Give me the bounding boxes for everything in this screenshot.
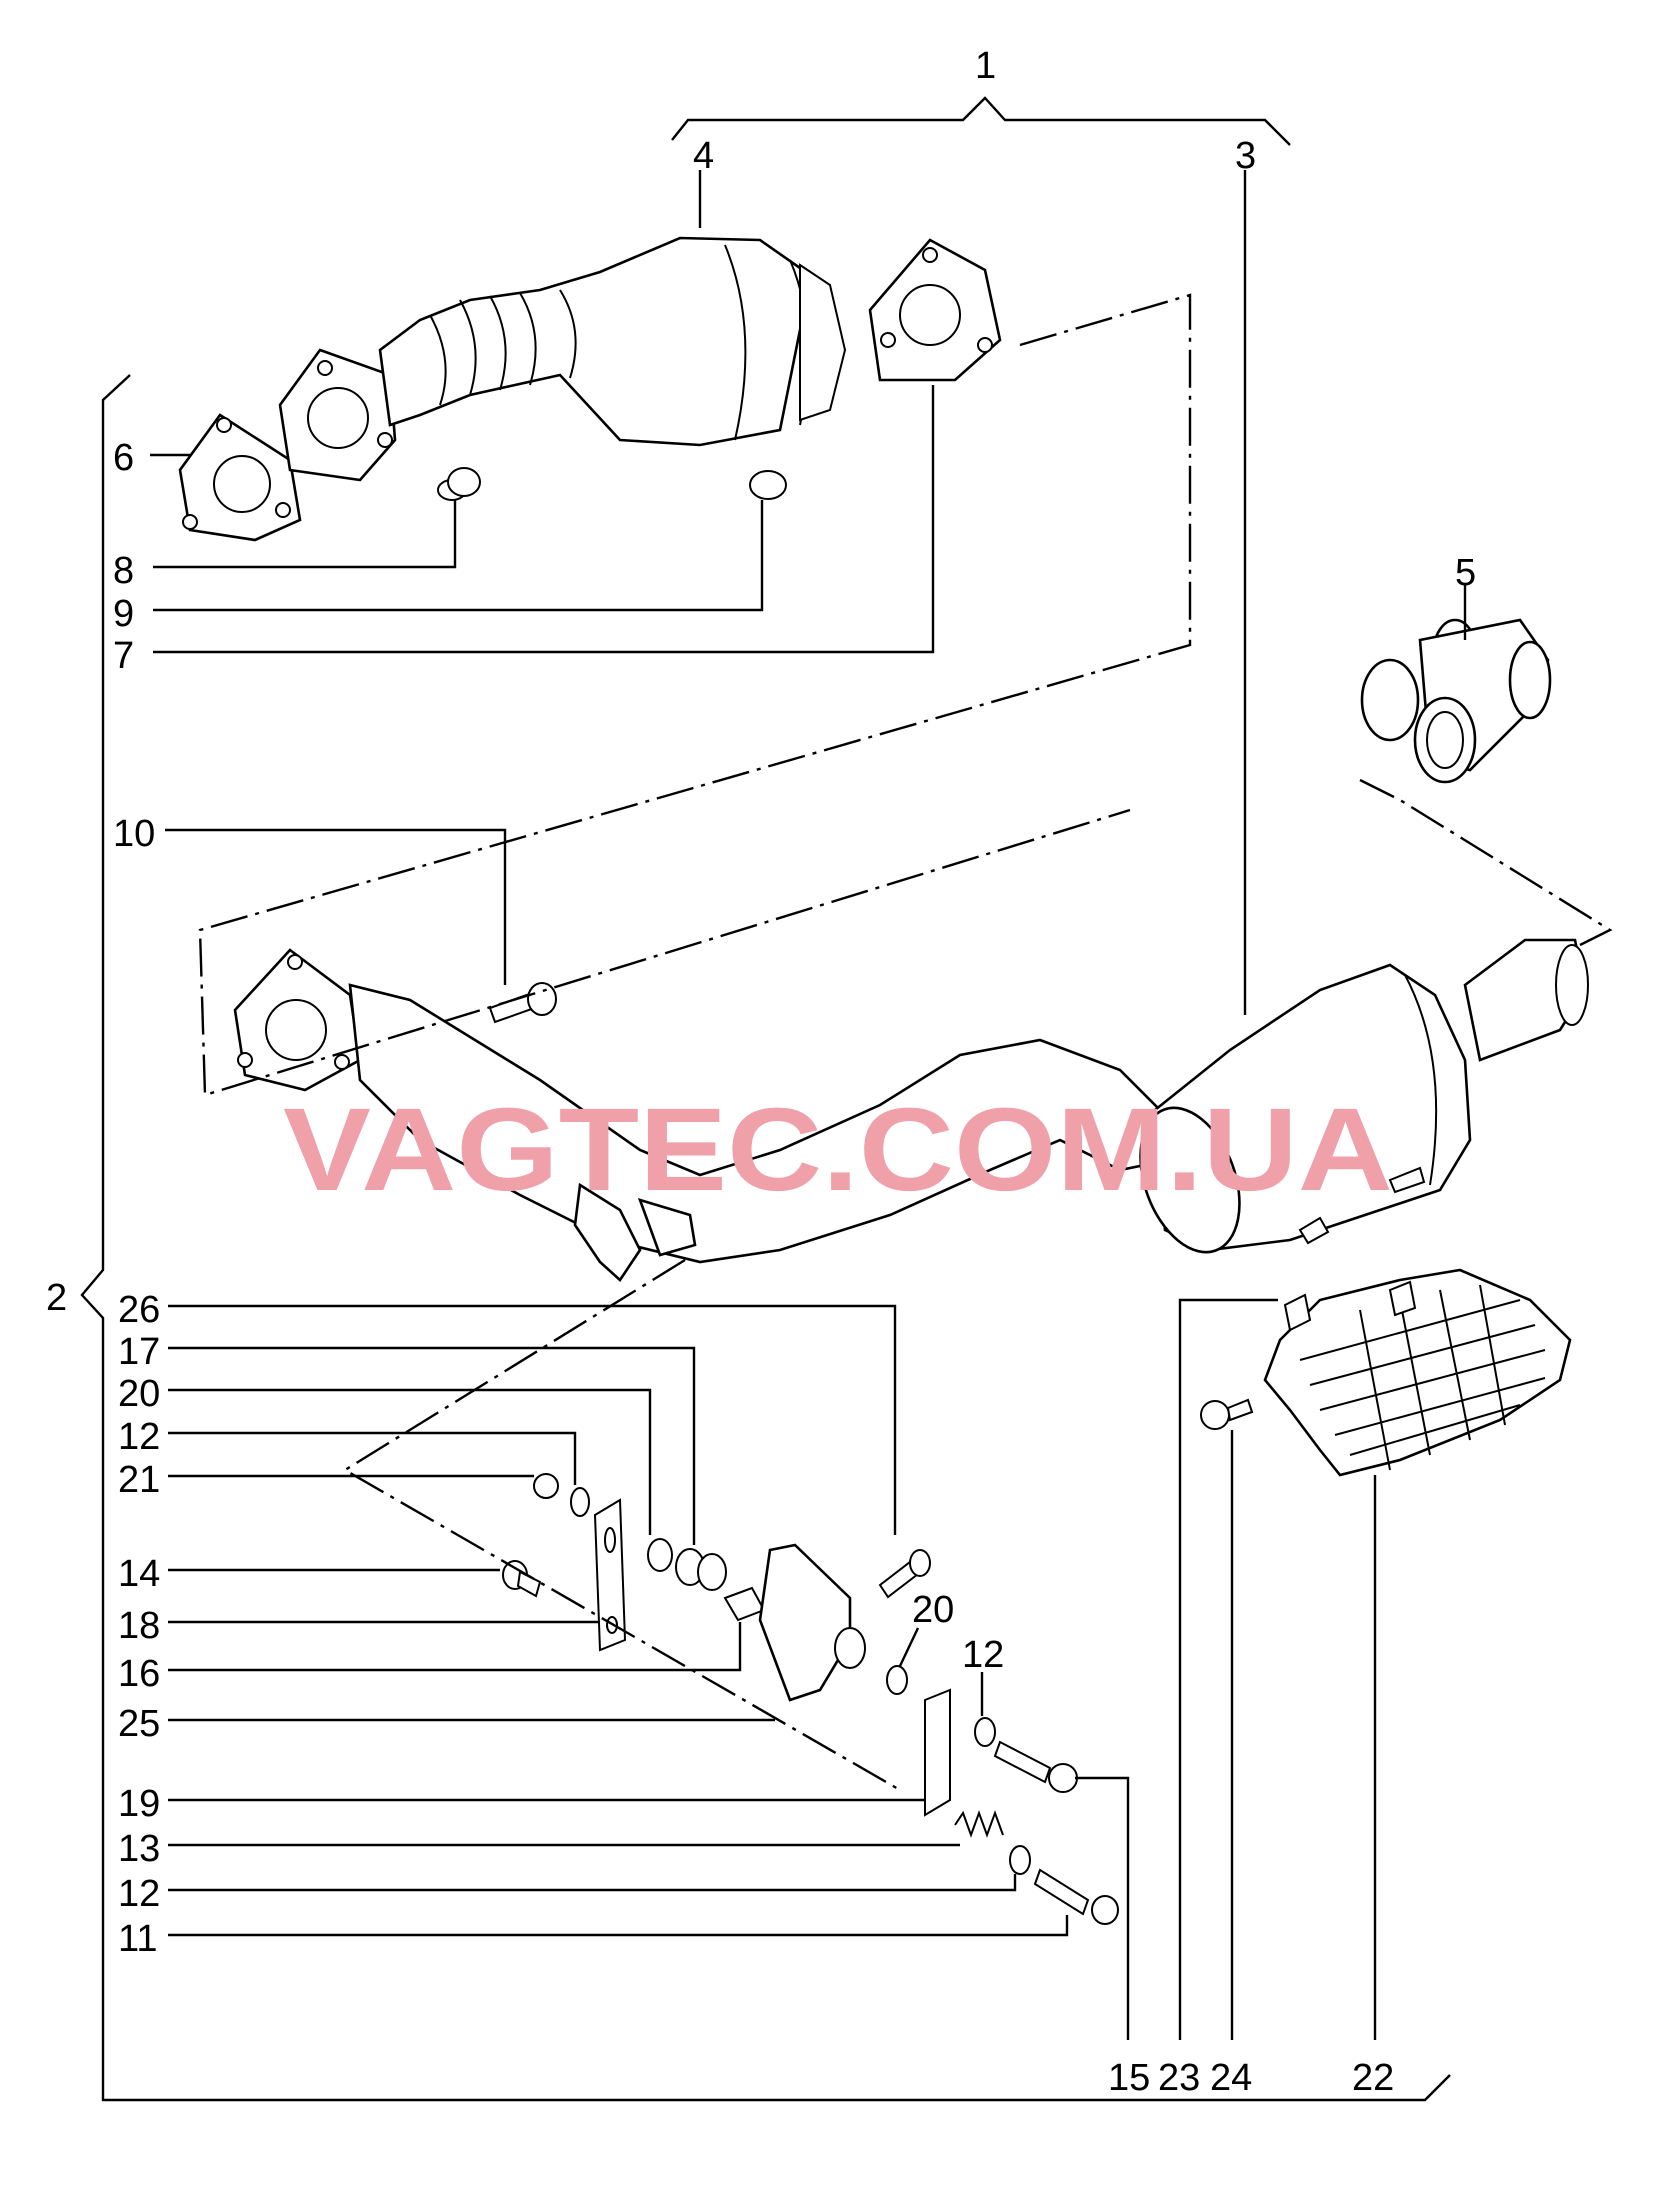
washer-20-lower-part [886,1665,908,1695]
leader-15 [1075,1776,1130,2040]
catalytic-converter-front-part [378,236,847,447]
leader-26 [168,1304,897,1535]
bushing-17-part [675,1548,727,1591]
bracket-assembly-2 [80,374,1451,2102]
nut-8-part [437,467,481,501]
assembly-line-clamp [1359,778,1613,947]
label-8: 8 [113,550,134,592]
spring-13-part [954,1810,1004,1838]
label-12b: 12 [962,1634,1004,1676]
assembly-line-lower [342,1258,901,1792]
rear-flange-part [868,238,1002,382]
label-20: 20 [118,1373,160,1415]
nut-21-part [533,1473,559,1499]
leader-12 [168,1431,577,1485]
label-18: 18 [118,1605,160,1647]
label-20b: 20 [912,1589,954,1631]
label-7: 7 [113,635,134,677]
label-11: 11 [118,1918,157,1960]
label-24: 24 [1210,2057,1252,2099]
hanger-25-part [758,1543,866,1702]
leader-7 [153,385,935,654]
label-10: 10 [113,813,155,855]
bracket-18-part [593,1498,627,1652]
leader-16 [168,1622,742,1672]
front-pipe-flange-part [233,948,362,1092]
bracket-19-part [924,1688,951,1817]
leader-9 [153,500,764,612]
nut-9-part [749,470,787,500]
label-9: 9 [113,593,134,635]
label-26: 26 [118,1289,160,1331]
label-23: 23 [1158,2057,1200,2099]
bolt-15-part [993,1740,1078,1793]
label-16: 16 [118,1653,160,1695]
label-22: 22 [1352,2057,1394,2099]
label-12c: 12 [118,1873,160,1915]
leader-20b [898,1627,920,1667]
assembly-line-upper [198,293,1192,1097]
label-3: 3 [1235,135,1256,177]
label-21: 21 [118,1459,160,1501]
washer-12-upper-part [570,1487,590,1517]
heat-shield-part [1263,1268,1572,1477]
washer-20-upper-part [647,1538,673,1572]
sleeve-16-part [723,1586,766,1622]
label-1: 1 [975,45,996,87]
label-2: 2 [46,1277,67,1319]
watermark-text: VAGTEC.COM.UA [283,1084,1393,1216]
clamp-part [1360,618,1552,784]
washer-12-lower-part [1009,1845,1031,1875]
front-flange-part [278,348,397,482]
bolt-26-part [878,1549,931,1599]
label-4: 4 [693,135,714,177]
label-15: 15 [1108,2057,1150,2099]
leader-23 [1178,1298,1278,2040]
gasket-part [178,413,302,542]
label-12: 12 [118,1416,160,1458]
label-25: 25 [118,1703,160,1745]
leader-11 [168,1915,1069,1937]
bolt-11-part [1033,1868,1119,1925]
bracket-assembly-1 [671,96,1291,146]
label-13: 13 [118,1828,160,1870]
bolt-24-part [1200,1398,1254,1430]
label-17: 17 [118,1331,160,1373]
leader-10 [165,828,507,985]
leader-12c [168,1874,1017,1892]
label-5: 5 [1455,552,1476,594]
washer-12-right-part [974,1717,996,1747]
leader-20 [168,1388,652,1535]
label-19: 19 [118,1783,160,1825]
label-14: 14 [118,1553,160,1595]
bolt-14-part [502,1560,542,1598]
label-6: 6 [113,437,134,479]
catalytic-converter-rear-part [1139,938,1589,1254]
leader-8 [153,500,457,569]
leader-17 [168,1346,696,1545]
